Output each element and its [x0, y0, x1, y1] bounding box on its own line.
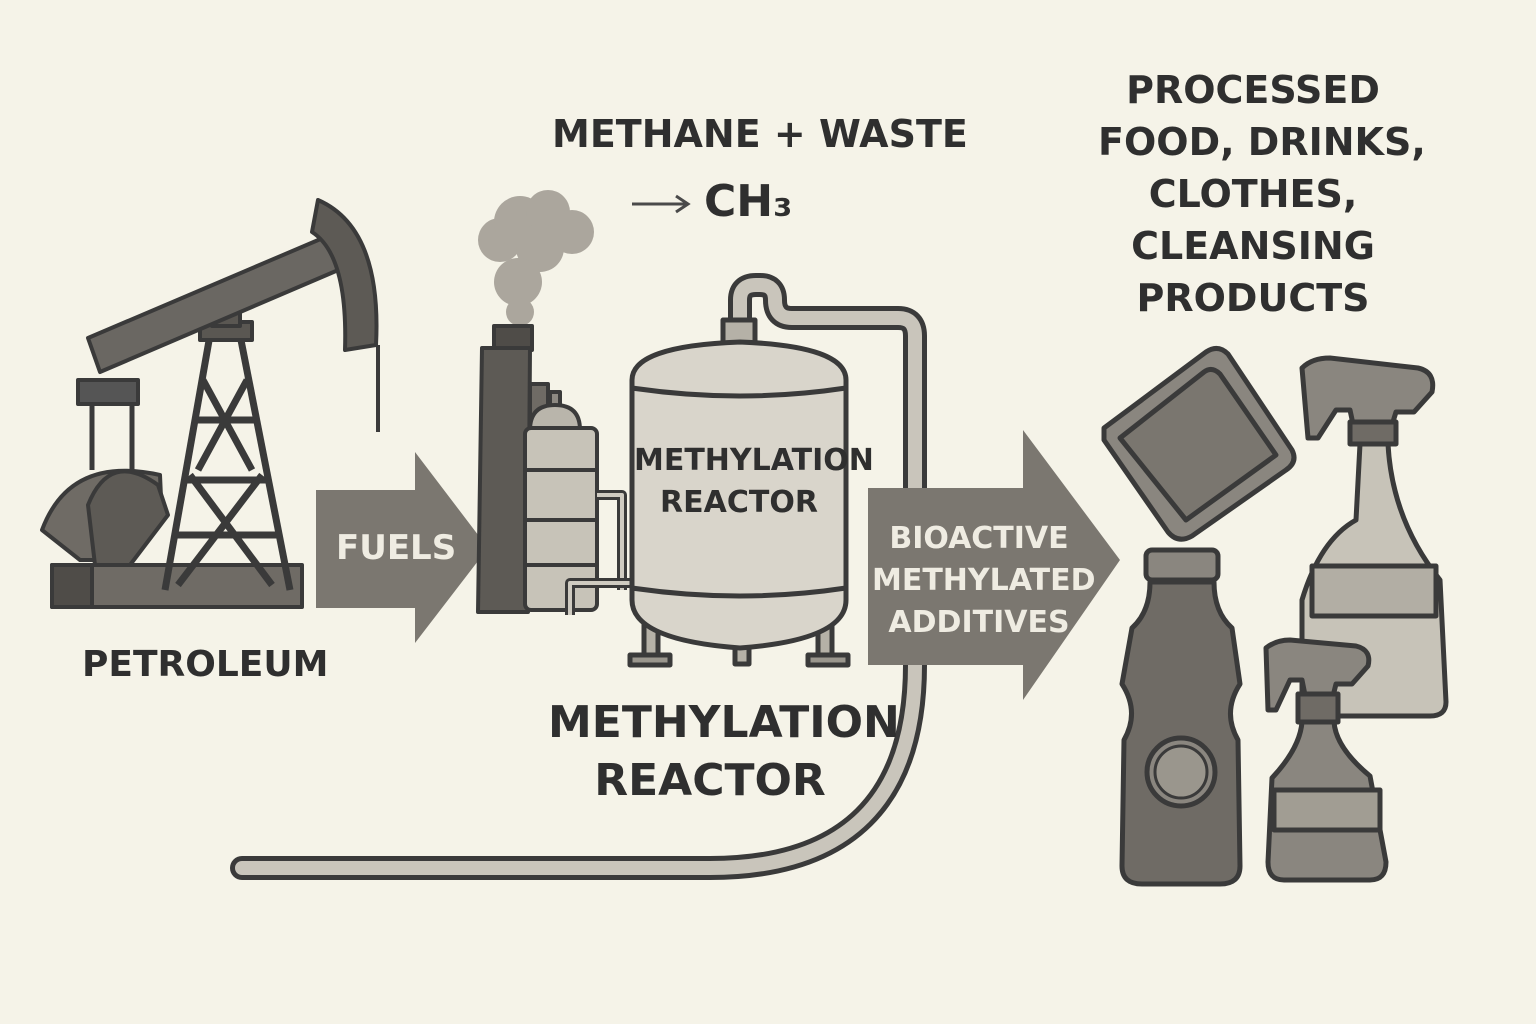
bioactive-arrow — [868, 430, 1120, 700]
reactor-caption: METHYLATION REACTOR — [548, 694, 900, 810]
fuels-label: FUELS — [336, 528, 457, 568]
tank-label-line-2: REACTOR — [660, 485, 818, 520]
pipe — [230, 273, 927, 880]
tank-label-line-1: METHYLATION — [634, 443, 874, 478]
bioactive-label: BIOACTIVE METHYLATED ADDITIVES — [872, 518, 1096, 644]
fuels-arrow — [316, 452, 488, 643]
oil-pumpjack-icon — [40, 198, 380, 609]
small-spray-bottle-icon — [1263, 637, 1389, 883]
methane-waste-label: METHANE + WASTE — [552, 112, 968, 156]
products-label-line-2: FOOD, DRINKS, — [1098, 120, 1426, 164]
ch3-arrow-icon — [632, 194, 691, 214]
bioactive-label-line-3: ADDITIVES — [888, 605, 1070, 640]
plastic-bottle-icon — [1119, 547, 1243, 887]
bioactive-label-line-1: BIOACTIVE — [889, 521, 1069, 556]
reactor-caption-line-2: REACTOR — [594, 755, 826, 806]
ch3-formula: CH₃ — [704, 176, 793, 227]
products-label-line-4: CLEANSING — [1131, 224, 1375, 268]
products-label-line-1: PROCESSED — [1126, 68, 1380, 112]
products-label: PROCESSED FOOD, DRINKS, CLOTHES, CLEANSI… — [1098, 64, 1426, 324]
cloth-icon — [1101, 346, 1297, 542]
petroleum-label: PETROLEUM — [82, 644, 329, 685]
products-label-line-5: PRODUCTS — [1136, 276, 1370, 320]
bioactive-label-line-2: METHYLATED — [872, 563, 1096, 598]
reactor-caption-line-1: METHYLATION — [548, 697, 900, 748]
products-label-line-3: CLOTHES, — [1148, 172, 1358, 216]
tank-label: METHYLATION REACTOR — [634, 440, 874, 524]
methylation-tank-icon — [627, 317, 851, 668]
factory-smokestack-icon — [476, 190, 638, 615]
